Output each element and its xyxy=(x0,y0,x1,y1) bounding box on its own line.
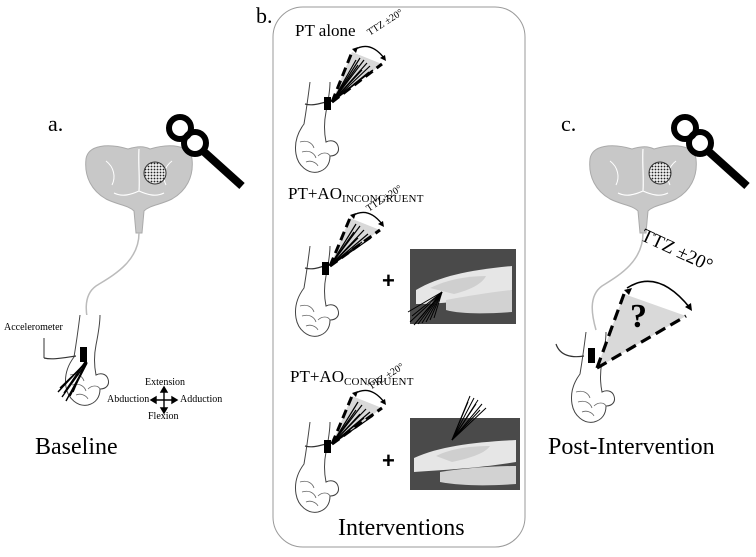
hand-illustration-pt-alone xyxy=(294,81,340,173)
pt-alone-figure xyxy=(294,45,386,173)
direction-arrows-icon xyxy=(149,385,179,415)
pt-ao-incongruent-figure xyxy=(294,211,516,337)
panel-a-baseline xyxy=(43,117,242,415)
accelerometer-cable-c xyxy=(555,343,585,358)
panel-letter-b: b. xyxy=(256,3,273,28)
plus-sign-incongruent: + xyxy=(382,268,395,293)
interventions-caption: Interventions xyxy=(338,515,465,541)
tremor-traces-a xyxy=(57,360,88,402)
pt-ao-congruent-title-main: PT+AO xyxy=(290,367,344,386)
panel-b-interventions xyxy=(272,6,526,548)
ttz-wedge-c xyxy=(597,294,686,368)
ttz-boundary-left-c xyxy=(595,293,626,369)
nerve-line-c xyxy=(591,232,644,331)
brain-illustration-c xyxy=(589,145,697,234)
hand-illustration-congruent xyxy=(294,421,340,513)
stimulation-target-c xyxy=(648,161,672,185)
accelerometer-cable-a xyxy=(43,355,77,360)
panel-c-post-intervention xyxy=(555,117,747,423)
tremor-traces-congruent xyxy=(331,401,374,445)
stimulation-target-a xyxy=(143,161,167,185)
post-intervention-caption: Post-Intervention xyxy=(548,434,715,460)
pt-ao-incongruent-title-main: PT+AO xyxy=(288,184,342,203)
pt-ao-congruent-title-sub: CONGRUENT xyxy=(343,376,414,388)
question-mark: ? xyxy=(630,298,647,335)
ttz-boundary-right-c xyxy=(596,314,687,370)
extension-label: Extension xyxy=(145,377,185,388)
pt-ao-congruent-title: PT+AOCONGRUENT xyxy=(290,368,414,388)
tremor-traces-photo-incongruent xyxy=(407,291,443,326)
interventions-frame xyxy=(272,6,526,548)
baseline-caption: Baseline xyxy=(35,434,118,460)
pt-ao-congruent-figure xyxy=(294,389,520,513)
plus-sign-congruent: + xyxy=(382,448,395,473)
tremor-traces-pt-alone xyxy=(331,57,374,103)
pt-alone-title: PT alone xyxy=(295,21,356,40)
accelerometer-icon-congruent xyxy=(324,440,331,453)
panel-letter-c: c. xyxy=(561,111,577,136)
tremor-traces-incongruent xyxy=(329,223,372,267)
accelerometer-icon-incongruent xyxy=(322,262,329,275)
pt-ao-incongruent-title-sub: INCONGRUENT xyxy=(341,193,424,205)
accelerometer-label: Accelerometer xyxy=(4,322,63,333)
accelerometer-icon-c xyxy=(588,348,595,363)
flexion-label: Flexion xyxy=(148,411,179,422)
brain-illustration-a xyxy=(85,145,193,234)
abduction-label: Abduction xyxy=(107,394,150,405)
ttz-wedge-congruent xyxy=(332,396,382,444)
adduction-label: Adduction xyxy=(180,394,223,405)
accelerometer-icon-a xyxy=(80,347,87,362)
tremor-traces-photo-congruent xyxy=(451,395,487,441)
ttz-arc-c xyxy=(626,280,691,309)
pt-ao-incongruent-title: PT+AOINCONGRUENT xyxy=(288,185,424,205)
accelerometer-icon-pt-alone xyxy=(324,97,331,110)
panel-letter-a: a. xyxy=(48,111,64,136)
